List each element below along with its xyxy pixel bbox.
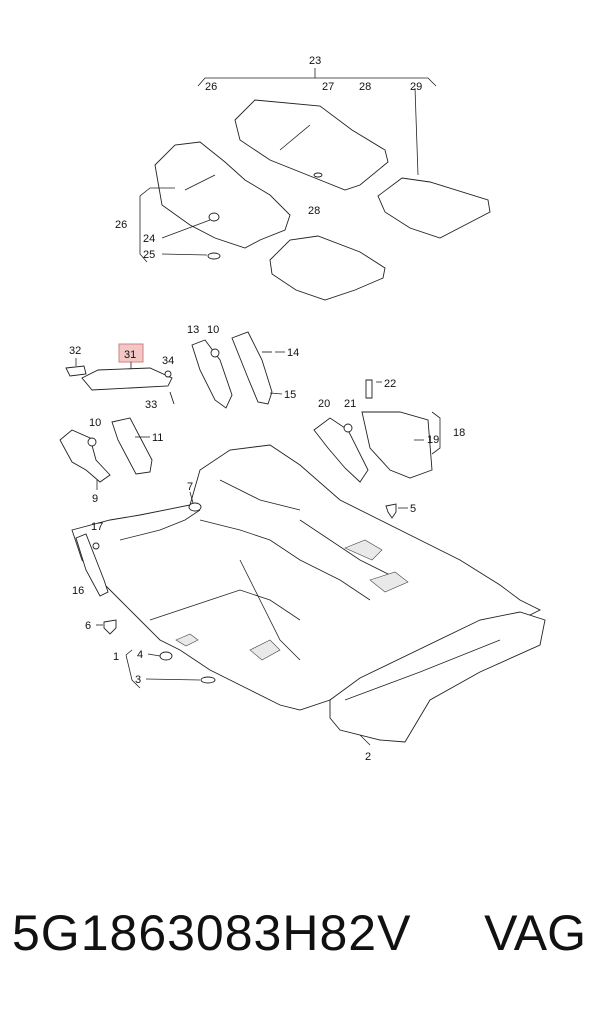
label-24: 24: [143, 233, 155, 245]
pedal-mount-9[interactable]: [59, 429, 111, 483]
label-21: 21: [344, 398, 356, 410]
rear-mat-right[interactable]: [377, 177, 491, 239]
pedal-pad-11[interactable]: [111, 417, 153, 475]
clip-icon: [208, 212, 220, 222]
label-7: 7: [187, 481, 193, 493]
label-5: 5: [410, 503, 416, 515]
label-17: 17: [91, 521, 103, 533]
label-22: 22: [384, 378, 396, 390]
parts-diagram: 23 26 27 28 29 26 24 25 28 32 31 34 33 1…: [59, 55, 546, 763]
callout-labels: 23 26 27 28 29 26 24 25 28 32 31 34 33 1…: [69, 55, 465, 763]
grommet-icon-3: [200, 676, 216, 684]
label-4: 4: [137, 649, 143, 661]
trim-strip-16[interactable]: [75, 533, 109, 597]
screw-icon-5: [385, 503, 397, 519]
label-18: 18: [453, 427, 465, 439]
label-34: 34: [162, 355, 174, 367]
label-26: 26: [115, 219, 127, 231]
footer: 5G1863083H82V VAG: [0, 900, 600, 980]
label-13: 13: [187, 324, 199, 336]
accelerator-assembly: [59, 417, 153, 490]
label-28: 28: [308, 205, 320, 217]
label-9: 9: [92, 493, 98, 505]
label-1: 1: [113, 651, 119, 663]
label-10-top: 10: [207, 324, 219, 336]
label-25: 25: [143, 249, 155, 261]
hardware: [75, 491, 408, 689]
label-33: 33: [145, 399, 157, 411]
rear-mat-left[interactable]: [269, 235, 386, 301]
front-mat-driver[interactable]: [234, 99, 389, 191]
label-20: 20: [318, 398, 330, 410]
trim-piece-31[interactable]: [81, 367, 173, 391]
trim-panel-18[interactable]: [361, 411, 433, 479]
label-19: 19: [427, 434, 439, 446]
part-number: 5G1863083H82V: [12, 905, 412, 961]
label-23: 23: [309, 55, 321, 67]
bracket-assembly-31: [65, 343, 175, 405]
label-27: 27: [322, 81, 334, 93]
label-2: 2: [365, 751, 371, 763]
pedal-assembly: [191, 331, 285, 409]
label-16: 16: [72, 585, 84, 597]
label-10: 10: [89, 417, 101, 429]
rear-floor-panel[interactable]: [329, 611, 546, 746]
label-6: 6: [85, 620, 91, 632]
brand-name: VAG: [484, 905, 586, 961]
label-26-top: 26: [205, 81, 217, 93]
side-trim-assembly: [313, 379, 441, 483]
label-29: 29: [410, 81, 422, 93]
front-mat-passenger[interactable]: [154, 141, 291, 249]
floor-mats-group: [139, 68, 491, 301]
label-3: 3: [135, 674, 141, 686]
clip-icon-6: [103, 619, 117, 635]
label-14: 14: [287, 347, 299, 359]
label-31: 31: [124, 349, 136, 361]
label-11: 11: [152, 432, 163, 444]
label-28-top: 28: [359, 81, 371, 93]
label-15: 15: [284, 389, 296, 401]
main-carpet[interactable]: [71, 444, 542, 711]
bracket-20[interactable]: [313, 417, 369, 483]
nut-icon-4: [159, 651, 173, 661]
pedal-cover-15[interactable]: [231, 331, 273, 405]
pedal-bracket[interactable]: [191, 339, 233, 409]
plug-icon-7: [188, 502, 202, 512]
grommet-icon: [207, 252, 221, 260]
label-32: 32: [69, 345, 81, 357]
